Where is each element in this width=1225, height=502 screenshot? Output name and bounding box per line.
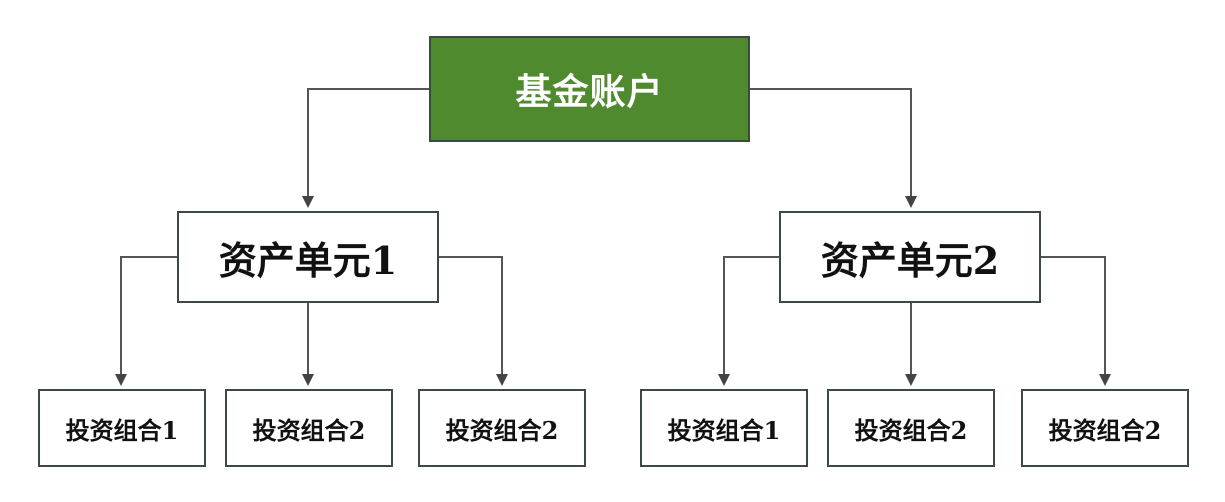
portfolio-label: 投资组合2 [252, 415, 366, 445]
unit-2-portfolio-1-node: 投资组合1 [640, 389, 808, 467]
portfolio-label: 投资组合2 [1048, 415, 1162, 445]
portfolio-label: 投资组合2 [445, 415, 559, 445]
unit-2-portfolio-3-node: 投资组合2 [1021, 389, 1189, 467]
fund-account-node: 基金账户 [429, 36, 750, 142]
portfolio-label: 投资组合2 [854, 415, 968, 445]
asset-unit-2-node: 资产单元2 [779, 211, 1041, 303]
asset-unit-1-label: 资产单元1 [218, 237, 398, 283]
asset-unit-1-node: 资产单元1 [177, 211, 439, 303]
connector-unit-1-leaf-3 [439, 256, 508, 386]
connector-root-unit-1 [302, 88, 429, 208]
unit-1-portfolio-2-node: 投资组合2 [225, 389, 393, 467]
unit-2-portfolio-2-node: 投资组合2 [827, 389, 995, 467]
unit-1-portfolio-3-node: 投资组合2 [418, 389, 586, 467]
connector-unit-1-leaf-1 [115, 256, 177, 386]
asset-unit-2-label: 资产单元2 [820, 237, 1000, 283]
unit-1-portfolio-1-node: 投资组合1 [38, 389, 206, 467]
portfolio-label: 投资组合1 [667, 415, 781, 445]
connector-unit-2-leaf-1 [718, 256, 779, 386]
fund-account-label: 基金账户 [515, 71, 664, 113]
connector-unit-2-leaf-3 [1041, 256, 1111, 386]
portfolio-label: 投资组合1 [65, 415, 179, 445]
connector-root-unit-2 [750, 88, 917, 208]
